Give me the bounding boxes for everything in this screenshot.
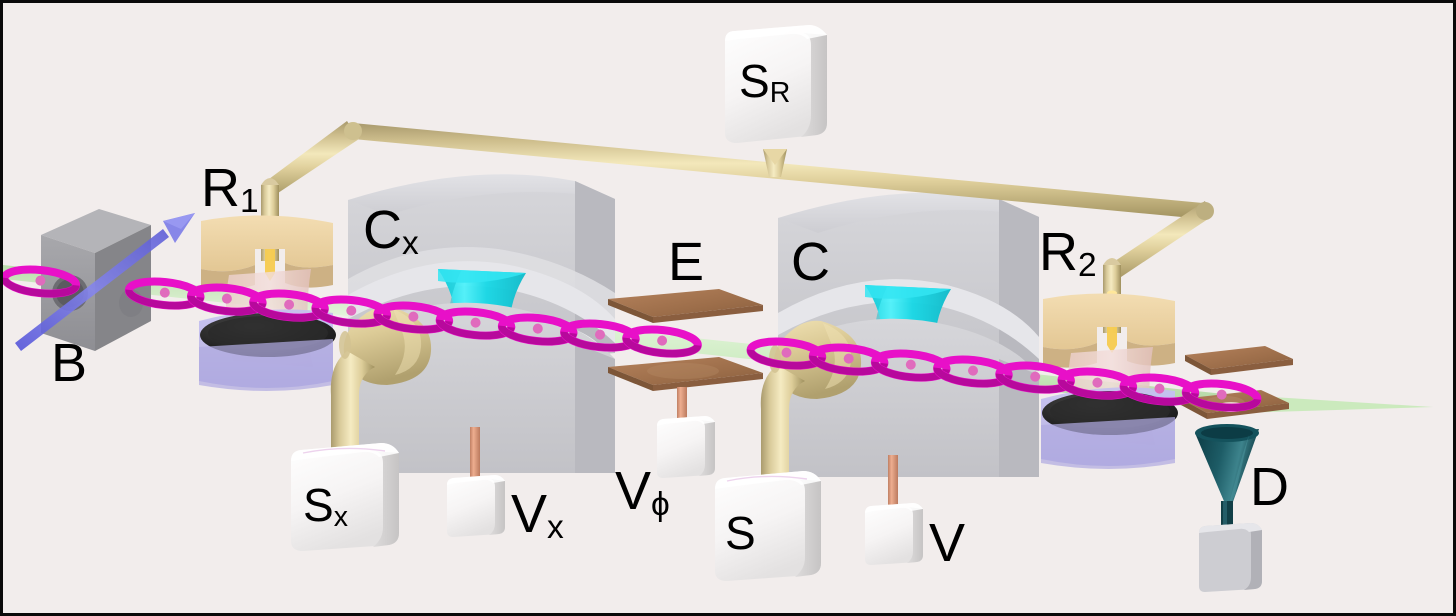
auxiliary-voltage-post <box>470 427 480 489</box>
label-voltage-main: V <box>929 513 966 573</box>
voltage-phase-cube <box>657 416 715 478</box>
label-ramsey-zone-1: R1 <box>201 158 259 221</box>
diagram-svg <box>3 25 1433 592</box>
source-main-cube <box>715 471 821 581</box>
atom-ring <box>622 325 702 358</box>
auxiliary-cavity-upper-mirror <box>348 261 615 343</box>
label-source-aux: Sx <box>303 479 348 534</box>
field-ionization-detector <box>1195 424 1262 592</box>
main-voltage-post <box>888 455 898 517</box>
label-main-cavity: C <box>791 232 830 292</box>
atom-ring <box>3 265 81 298</box>
label-source-ramsey: SR <box>739 55 791 110</box>
label-voltage-aux: Vx <box>511 484 564 547</box>
atom-rings <box>3 265 1262 412</box>
source-ramsey-cube <box>725 25 827 143</box>
voltage-aux-cube <box>447 475 505 537</box>
label-ramsey-zone-2: R2 <box>1039 222 1097 285</box>
label-detector: D <box>1250 457 1289 517</box>
source-aux-cube <box>291 443 399 551</box>
label-source-main: S <box>725 507 756 559</box>
label-electrodes: E <box>668 232 705 292</box>
atom-ring <box>1181 379 1262 412</box>
label-auxiliary-cavity: Cx <box>363 200 419 263</box>
voltage-main-cube <box>865 503 923 565</box>
label-voltage-phase: Vϕ <box>615 461 670 524</box>
electrode-plates <box>608 289 763 429</box>
label-beam-source: B <box>51 333 88 393</box>
